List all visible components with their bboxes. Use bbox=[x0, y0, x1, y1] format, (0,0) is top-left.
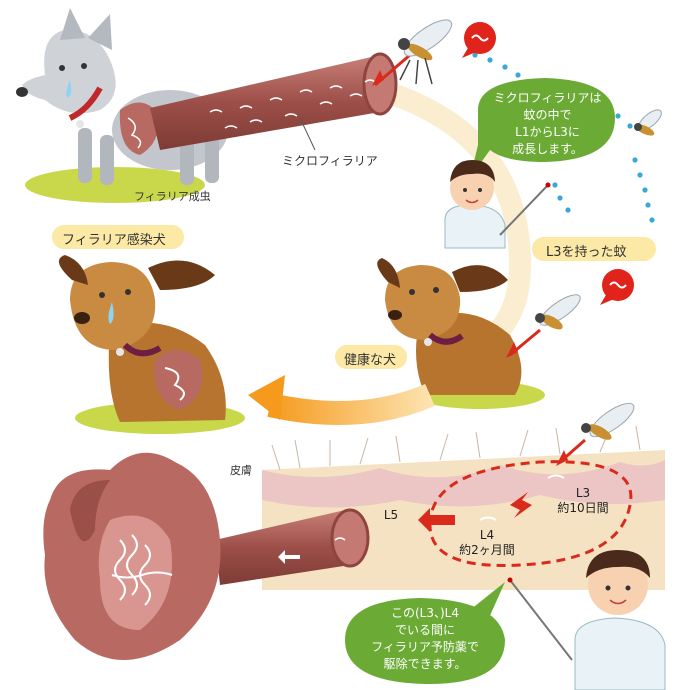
mosquito-buzz-icon-middle bbox=[600, 269, 634, 305]
mosquito-small-right bbox=[634, 109, 662, 136]
bubble-bottom-line: でいる間に bbox=[394, 623, 455, 637]
mosquito-buzz-icon-top bbox=[462, 22, 496, 58]
stage-l4-name: L4 bbox=[479, 528, 495, 542]
doctor-bottom bbox=[507, 550, 666, 690]
blood-vessel-bottom bbox=[215, 508, 370, 585]
blood-vessel-top bbox=[150, 52, 398, 151]
mosquito-top bbox=[372, 19, 453, 87]
bubble-top-line: L1からL3に bbox=[515, 125, 580, 139]
l3-mosquito-pill bbox=[532, 237, 656, 261]
healthy-dog bbox=[377, 258, 545, 409]
healthy-dog-pill bbox=[335, 345, 407, 369]
bubble-top-line: 成長します。 bbox=[512, 142, 583, 156]
infected-dog-pill bbox=[52, 225, 184, 249]
larvae bbox=[479, 474, 565, 521]
label-adult-worm: フィラリア成虫 bbox=[134, 190, 211, 203]
transmission-arrow bbox=[248, 375, 435, 425]
label-skin: 皮膚 bbox=[230, 464, 252, 477]
mosquito-bottom bbox=[556, 402, 635, 466]
bubble-bottom-line: フィラリア予防薬で bbox=[371, 640, 479, 654]
label-healthy-dog: 健康な犬 bbox=[344, 353, 397, 368]
speech-bubble-top bbox=[470, 78, 615, 178]
bubble-top-line: ミクロフィラリアは bbox=[493, 91, 602, 105]
stage-l4-duration: 約2ヶ月間 bbox=[459, 543, 515, 557]
label-microfilaria: ミクロフィラリア bbox=[282, 154, 378, 168]
stage-l4: L4 約2ヶ月間 bbox=[452, 528, 522, 558]
stage-l5: L5 bbox=[376, 508, 406, 523]
bubble-top-text: ミクロフィラリアは 蚊の中で L1からL3に 成長します。 bbox=[490, 90, 605, 158]
infected-dog-top bbox=[16, 8, 228, 203]
bubble-bottom-line: 駆除できます。 bbox=[383, 657, 467, 671]
larva-stage-loop bbox=[428, 460, 633, 567]
bubble-bottom-line: この(L3、)L4 bbox=[390, 606, 459, 620]
red-migration-arrows bbox=[418, 492, 532, 532]
doctor-top bbox=[444, 160, 551, 249]
infected-dog-middle bbox=[58, 255, 245, 434]
mosquito-middle bbox=[506, 294, 581, 358]
speech-bubble-bottom bbox=[345, 582, 505, 685]
bubble-top-line: 蚊の中で bbox=[523, 108, 572, 122]
stage-l3-name: L3 bbox=[575, 486, 591, 500]
stage-l3-duration: 約10日間 bbox=[557, 501, 609, 515]
heart bbox=[43, 452, 221, 660]
bubble-bottom-text: この(L3、)L4 でいる間に フィラリア予防薬で 駆除できます。 bbox=[355, 605, 495, 673]
label-l3-mosquito: L3を持った蚊 bbox=[546, 245, 627, 260]
stage-l5-name: L5 bbox=[383, 508, 399, 522]
label-infected-dog: フィラリア感染犬 bbox=[62, 233, 166, 248]
stage-l3: L3 約10日間 bbox=[548, 486, 618, 516]
